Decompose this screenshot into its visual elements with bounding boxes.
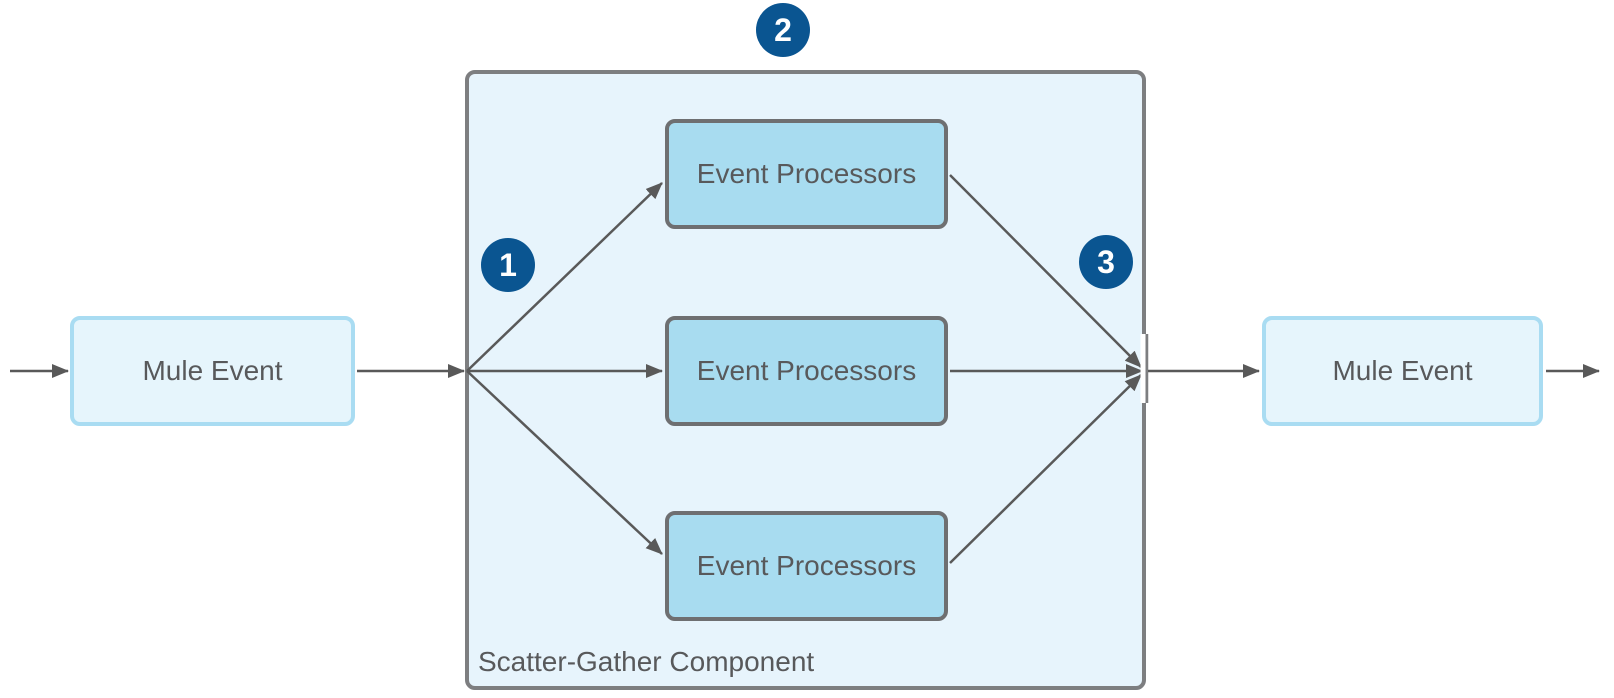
mule-event-label: Mule Event <box>1332 355 1473 386</box>
event-processors-label: Event Processors <box>696 550 917 581</box>
step-3-badge: 3 <box>1079 235 1133 289</box>
step-2-badge: 2 <box>756 3 810 57</box>
mule-event-node-output: Mule Event <box>1262 316 1543 426</box>
event-processors-node-bottom: Event Processors <box>665 511 948 621</box>
event-processors-node-top: Event Processors <box>665 119 948 229</box>
mule-event-node-input: Mule Event <box>70 316 355 426</box>
event-processors-node-middle: Event Processors <box>665 316 948 426</box>
event-processors-label: Event Processors <box>696 158 917 189</box>
scatter-gather-caption: Scatter-Gather Component <box>478 646 815 677</box>
mule-event-label: Mule Event <box>142 355 283 386</box>
event-processors-label: Event Processors <box>696 355 917 386</box>
step-1-badge: 1 <box>481 238 535 292</box>
